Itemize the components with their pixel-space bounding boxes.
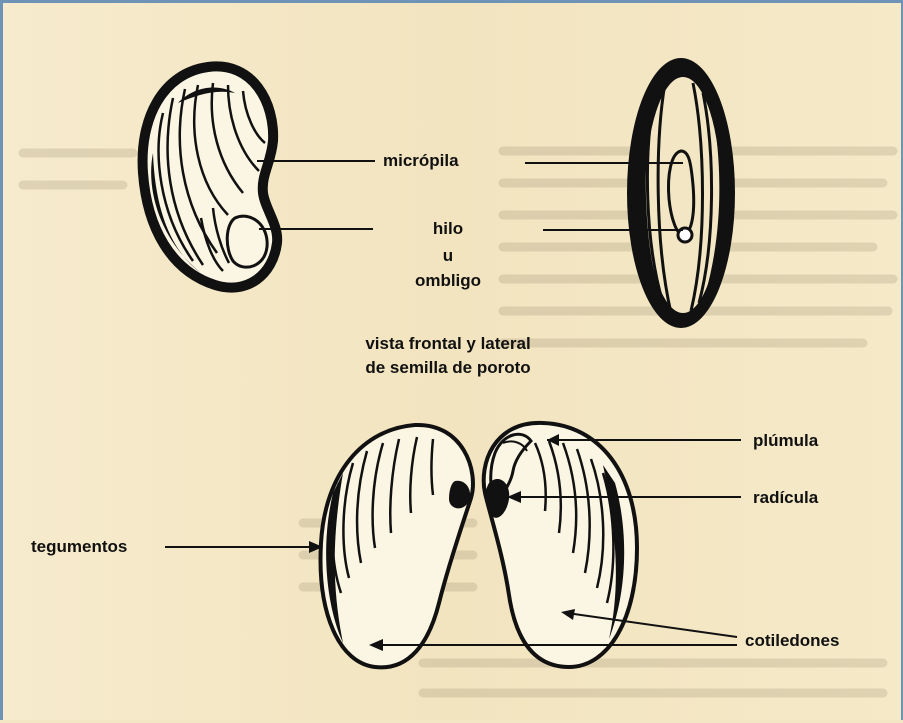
bean-front-view-illustration	[627, 58, 735, 328]
hilo-label-line3: ombligo	[393, 271, 503, 291]
cotiledones-label: cotiledones	[745, 631, 839, 651]
plumula-label: plúmula	[753, 431, 818, 451]
bean-side-view-illustration	[143, 66, 278, 287]
hilo-label-line1: hilo	[393, 219, 503, 239]
radicula-label: radícula	[753, 488, 818, 508]
caption-line2: de semilla de poroto	[323, 358, 573, 378]
hilo-label-line2: u	[393, 246, 503, 266]
open-seed-illustration	[321, 423, 637, 667]
micropila-label: micrópila	[383, 151, 459, 171]
caption-line1: vista frontal y lateral	[323, 334, 573, 354]
tegumentos-label: tegumentos	[31, 537, 127, 557]
